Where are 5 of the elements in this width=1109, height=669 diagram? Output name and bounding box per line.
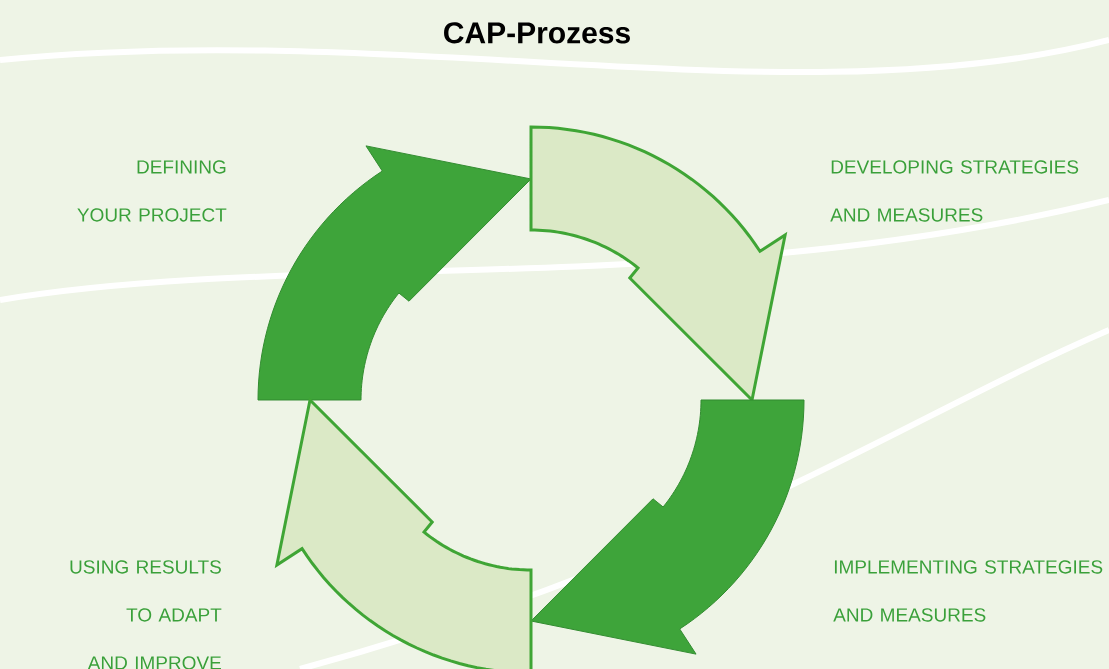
diagram-title: CAP-Prozess: [444, 22, 630, 44]
stage-label: USING RESULTS TO ADAPT AND IMPROVE: [70, 560, 222, 669]
stage-label: DEFINING YOUR PROJECT: [77, 160, 227, 222]
stage-label: IMPLEMENTING STRATEGIES AND MEASURES: [833, 560, 1103, 622]
stage-label: DEVELOPING STRATEGIES AND MEASURES: [830, 160, 1079, 222]
